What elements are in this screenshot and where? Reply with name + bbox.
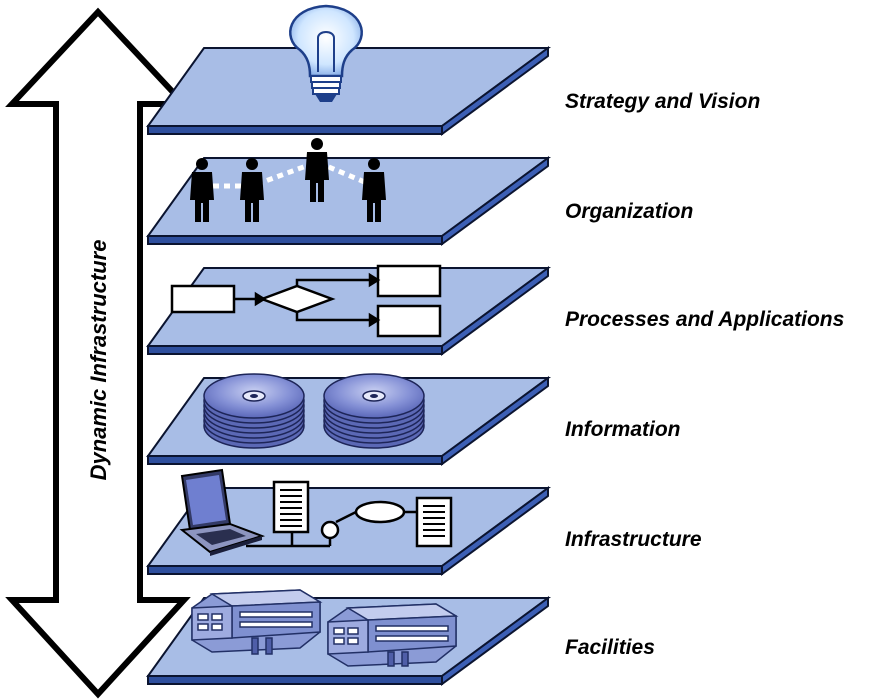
- plates: [146, 46, 552, 686]
- layer-label: Processes and Applications: [565, 308, 844, 331]
- plate-information-front-edge: [147, 455, 443, 465]
- layer-label: Strategy and Vision: [565, 90, 760, 113]
- layer-labels: Strategy and VisionOrganizationProcesses…: [565, 90, 844, 659]
- plate-information-side-edge: [441, 376, 549, 466]
- layer-label: Infrastructure: [565, 528, 702, 551]
- plate-organization-front-edge: [147, 235, 443, 245]
- laptop-network-icon: [179, 468, 453, 556]
- layer-label: Facilities: [565, 636, 655, 659]
- layer-label: Organization: [565, 200, 693, 223]
- plate-strategy-side-edge: [441, 46, 549, 136]
- arrow-label: Dynamic Infrastructure: [86, 240, 111, 481]
- plate-strategy-front-edge: [147, 125, 443, 135]
- plate-processes-side-edge: [441, 266, 549, 356]
- flowchart-icon: [170, 264, 442, 338]
- people-network-icon: [190, 138, 386, 222]
- plate-processes-front-edge: [147, 345, 443, 355]
- plate-strategy: [146, 47, 552, 127]
- plate-infrastructure-front-edge: [147, 565, 443, 575]
- disk-hole: [370, 394, 378, 398]
- building-icon: [191, 589, 459, 667]
- plate-organization-side-edge: [441, 156, 549, 246]
- plate-facilities-side-edge: [441, 596, 549, 686]
- dynamic-infrastructure-arrow: Dynamic Infrastructure: [5, 7, 191, 699]
- plate-infrastructure-side-edge: [441, 486, 549, 576]
- layer-label: Information: [565, 418, 681, 441]
- plate-facilities-front-edge: [147, 675, 443, 685]
- disk-stack-icon: [203, 373, 425, 449]
- lightbulb-icon: [289, 4, 363, 102]
- disk-hole: [250, 394, 258, 398]
